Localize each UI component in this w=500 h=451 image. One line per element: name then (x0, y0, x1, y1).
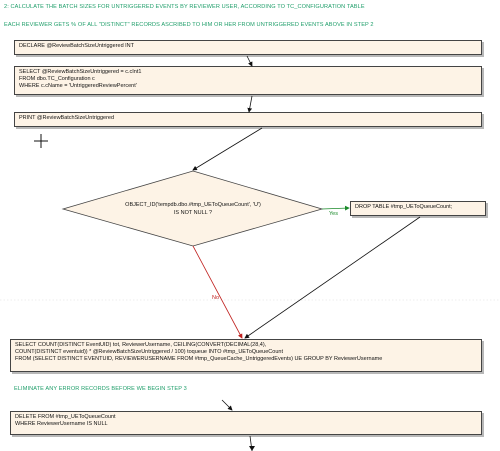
arrow-no (192, 245, 243, 339)
crosshair-cursor-icon (34, 134, 48, 148)
select-config-line-2: FROM dbo.TC_Configuration c (19, 76, 95, 83)
eliminate-errors-note: ELIMINATE ANY ERROR RECORDS BEFORE WE BE… (14, 386, 187, 392)
no-label: No (212, 295, 219, 301)
select-into-line-2: COUNT(DISTINCT eventuid)) * @ReviewBatch… (15, 349, 283, 356)
select-into-line-1: SELECT COUNT(DISTINCT EventUID) tot, Rev… (15, 342, 267, 348)
delete-line-1: DELETE FROM #tmp_UEToQueueCount (15, 414, 116, 420)
decision-line-2: IS NOT NULL ? (174, 210, 212, 216)
step2-title: 2: CALCULATE THE BATCH SIZES FOR UNTRIGG… (4, 4, 365, 10)
delete-line-2: WHERE ReviewerUsername IS NULL (15, 421, 108, 428)
print-line-1: PRINT @ReviewBatchSizeUntriggered (19, 115, 115, 121)
declare-line-1: DECLARE @ReviewBatchSizeUntriggered INT (19, 43, 135, 49)
step2-subtitle: EACH REVIEWER GETS % OF ALL "DISTINCT" R… (4, 22, 374, 28)
decision-diamond[interactable] (61, 170, 324, 247)
delete-box[interactable]: DELETE FROM #tmp_UEToQueueCount WHERE Re… (10, 411, 482, 435)
yes-label: Yes (329, 211, 338, 217)
drop-table-line-1: DROP TABLE #tmp_UEToQueueCount; (355, 204, 453, 210)
select-into-box[interactable]: SELECT COUNT(DISTINCT EventUID) tot, Rev… (10, 339, 482, 372)
decision-line-1: OBJECT_ID('tempdb.dbo.#tmp_UEToQueueCoun… (125, 202, 261, 208)
select-config-line-3: WHERE c.cName = 'UntriggeredReviewPercen… (19, 83, 137, 90)
arrow-delete-out-head (249, 446, 255, 451)
arrow-select-to-print (247, 95, 253, 113)
declare-box[interactable]: DECLARE @ReviewBatchSizeUntriggered INT (14, 40, 482, 55)
arrow-yes (321, 205, 350, 211)
select-into-line-3: FROM (SELECT DISTINCT EVENTUID, REVIEWER… (15, 356, 383, 363)
arrow-select-into-to-delete (221, 399, 233, 411)
arrow-print-to-decision (192, 127, 263, 171)
select-config-line-1: SELECT @ReviewBatchSizeUntriggered = c.c… (19, 69, 142, 75)
drop-table-box[interactable]: DROP TABLE #tmp_UEToQueueCount; (350, 201, 486, 216)
arrow-drop-to-select-into (244, 216, 421, 339)
select-config-box[interactable]: SELECT @ReviewBatchSizeUntriggered = c.c… (14, 66, 482, 95)
arrow-declare-to-select (246, 55, 253, 67)
